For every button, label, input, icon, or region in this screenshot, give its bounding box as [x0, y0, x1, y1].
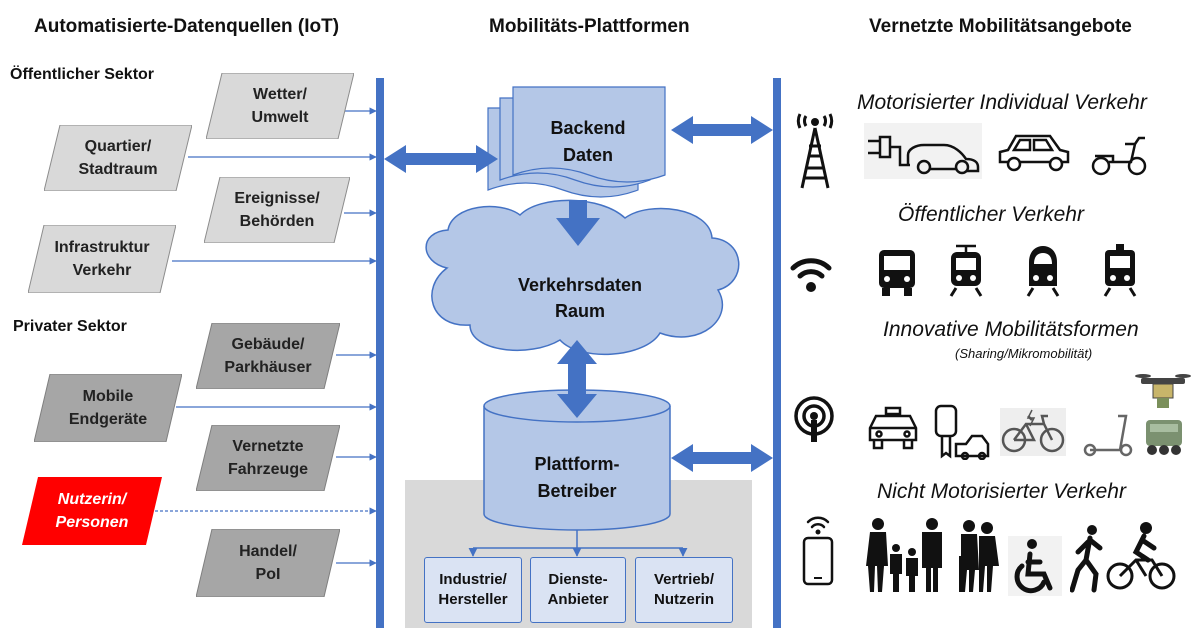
elderly-couple-icon — [959, 520, 999, 592]
right-data-bus — [773, 78, 781, 628]
source-quartier-stadtraum: Quartier/ Stadtraum — [44, 125, 192, 191]
source-nutzerin-personen: Nutzerin/ Personen — [22, 477, 162, 545]
drone-delivery-icon — [1135, 374, 1191, 408]
backend-data-shape — [487, 86, 666, 198]
traffic-data-space-label: Verkehrsdaten Raum — [517, 275, 643, 322]
family-pedestrians-icon — [866, 518, 942, 592]
bus-icon — [879, 250, 915, 296]
offer-motorized-label: Motorisierter Individual Verkehr — [857, 91, 1147, 114]
wifi-icon — [790, 258, 832, 292]
electric-car-icon — [864, 123, 982, 179]
car-icon — [998, 134, 1070, 172]
offer-public-transport-label: Öffentlicher Verkehr — [898, 203, 1084, 226]
sector-private-label: Privater Sektor — [13, 318, 127, 335]
train-icon — [1103, 244, 1137, 297]
backend-data-label: Backend Daten — [550, 118, 626, 165]
box-vertrieb-nutzerin: Vertrieb/ Nutzerin — [635, 557, 733, 623]
source-wetter-umwelt: Wetter/ Umwelt — [206, 73, 354, 139]
scooter-icon — [1091, 136, 1147, 176]
tram-icon — [949, 244, 983, 297]
high-speed-train-icon — [1026, 246, 1060, 297]
sector-public-label: Öffentlicher Sektor — [10, 66, 155, 83]
runner-icon — [1070, 525, 1103, 593]
box-industrie-hersteller: Industrie/ Hersteller — [424, 557, 522, 623]
cell-tower-icon — [796, 113, 834, 189]
source-handel-poi: Handel/ PoI — [196, 529, 340, 597]
source-mobile-endgeraete: Mobile Endgeräte — [34, 374, 182, 442]
source-infrastruktur-verkehr: Infrastruktur Verkehr — [28, 225, 176, 293]
source-ereignisse-behoerden: Ereignisse/ Behörden — [204, 177, 350, 243]
arrow-backend-right-bus — [671, 116, 773, 144]
arrow-left-bus-backend — [384, 145, 498, 173]
header-data-sources: Automatisierte-Datenquellen (IoT) — [34, 16, 340, 37]
offer-innovative-label: Innovative Mobilitätsformen — [883, 318, 1139, 341]
car-key-icon — [934, 404, 990, 460]
cyclist-icon — [1106, 522, 1176, 590]
smartphone-wifi-icon — [802, 516, 834, 586]
offer-non-motorized-label: Nicht Motorisierter Verkehr — [877, 480, 1126, 503]
source-vernetzte-fahrzeuge: Vernetzte Fahrzeuge — [196, 425, 340, 491]
offer-innovative-sub-label: (Sharing/Mikromobilität) — [955, 346, 1093, 361]
header-mobility-offers: Vernetzte Mobilitätsangebote — [869, 16, 1132, 37]
arrow-cloud-cylinder — [557, 340, 597, 418]
left-data-bus — [376, 78, 384, 628]
e-bike-icon — [1000, 408, 1066, 456]
e-scooter-icon — [1083, 414, 1133, 457]
box-dienste-anbieter: Dienste- Anbieter — [530, 557, 626, 623]
platform-operator-label: Plattform- Betreiber — [534, 454, 620, 501]
traffic-data-cloud — [425, 199, 740, 356]
header-platforms: Mobilitäts-Plattformen — [489, 16, 690, 37]
arrow-backend-to-cloud — [556, 200, 600, 246]
arrow-operator-right-bus — [671, 444, 773, 472]
source-gebaeude-parkhaeuser: Gebäude/ Parkhäuser — [196, 323, 340, 389]
wheelchair-icon — [1008, 536, 1062, 596]
taxi-icon — [868, 406, 918, 450]
broadcast-icon — [794, 396, 834, 442]
delivery-robot-icon — [1146, 420, 1182, 455]
